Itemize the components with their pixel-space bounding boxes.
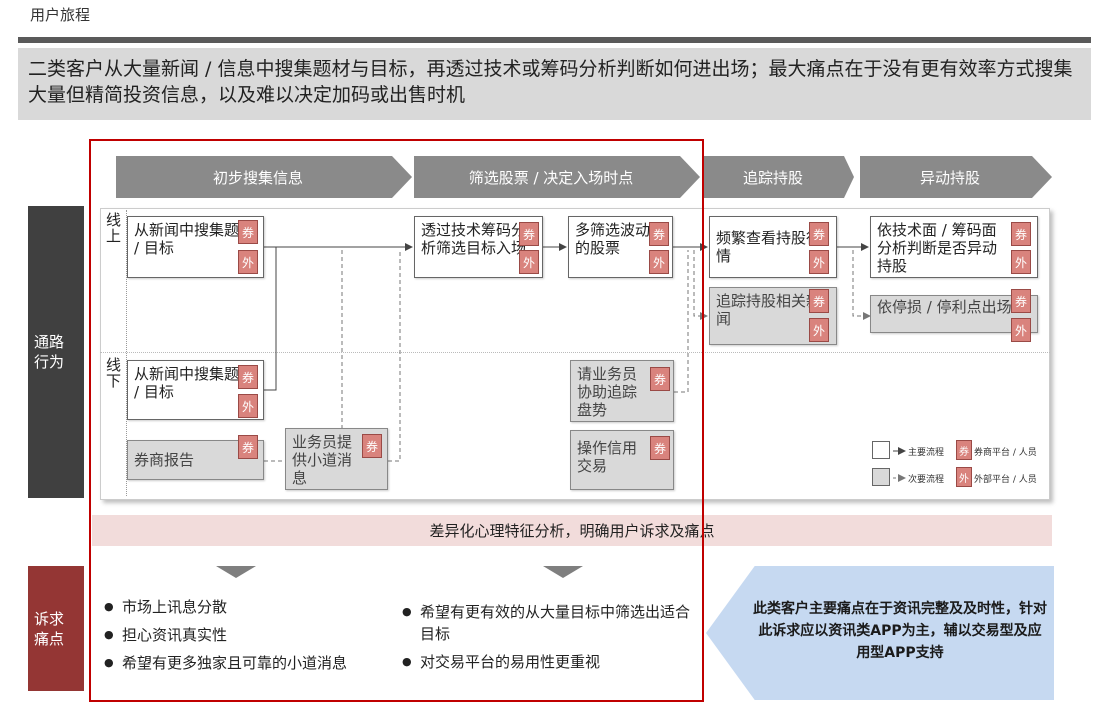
node-text: 追踪持股相关新闻 bbox=[716, 292, 822, 328]
bullet-icon: ● bbox=[104, 600, 114, 613]
pain-point-item: ● 希望有更多独家且可靠的小道消息 bbox=[104, 652, 394, 674]
node-text: 依技术面 / 筹码面分析判断是否异动持股 bbox=[877, 221, 998, 275]
pain-point-item: ● 市场上讯息分散 bbox=[104, 596, 394, 618]
channel-behavior-label: 通路 行为 bbox=[28, 206, 84, 498]
external-badge: 外 bbox=[1011, 318, 1031, 342]
external-badge: 外 bbox=[519, 250, 539, 274]
node-stop-loss: 依停损 / 停利点出场 bbox=[870, 295, 1038, 333]
down-arrow-left bbox=[216, 566, 256, 578]
legend-sub-swatch bbox=[872, 468, 890, 486]
bullet-icon: ● bbox=[104, 628, 114, 641]
broker-badge: 券 bbox=[809, 289, 829, 313]
node-text: 从新闻中搜集题材 / 目标 bbox=[134, 221, 255, 257]
external-badge: 外 bbox=[809, 250, 829, 274]
pain-points-left: ● 市场上讯息分散 ● 担心资讯真实性 ● 希望有更多独家且可靠的小道消息 bbox=[104, 596, 394, 674]
pain-points-text: 诉求 痛点 bbox=[34, 609, 65, 648]
broker-badge: 券 bbox=[1011, 289, 1031, 313]
pain-point-text: 希望有更多独家且可靠的小道消息 bbox=[122, 654, 348, 672]
external-badge: 外 bbox=[649, 250, 669, 274]
differentiation-text: 差异化心理特征分析，明确用户诉求及痛点 bbox=[429, 522, 715, 540]
node-judge-change: 依技术面 / 筹码面分析判断是否异动持股 bbox=[870, 216, 1038, 278]
stage-label: 筛选股票 / 决定入场时点 bbox=[468, 168, 634, 187]
pain-point-item: ● 希望有更有效的从大量目标中筛选出适合目标 bbox=[402, 601, 698, 645]
stage-label: 初步搜集信息 bbox=[212, 168, 303, 187]
node-text: 券商报告 bbox=[134, 451, 195, 469]
broker-badge: 券 bbox=[809, 222, 829, 246]
online-offline-divider bbox=[100, 352, 1050, 353]
bullet-icon: ● bbox=[104, 656, 114, 669]
node-text: 依停损 / 停利点出场 bbox=[877, 298, 1012, 316]
broker-badge: 券 bbox=[238, 435, 258, 459]
broker-badge: 券 bbox=[1011, 222, 1031, 246]
node-text: 请业务员协助追踪盘势 bbox=[577, 365, 638, 419]
channel-behavior-text: 通路 行为 bbox=[34, 333, 65, 371]
broker-badge: 券 bbox=[362, 434, 382, 458]
broker-badge: 券 bbox=[519, 222, 539, 246]
legend-broker-platform: 券商平台 / 人员 bbox=[974, 448, 1037, 458]
pain-points-right: ● 希望有更有效的从大量目标中筛选出适合目标 ● 对交易平台的易用性更重视 bbox=[402, 601, 698, 673]
node-text: 多筛选波动大的股票 bbox=[575, 221, 666, 257]
down-arrow-right bbox=[543, 566, 583, 578]
row-label-offline: 线 下 bbox=[106, 356, 122, 390]
broker-badge: 券 bbox=[650, 367, 670, 391]
pain-point-text: 希望有更有效的从大量目标中筛选出适合目标 bbox=[420, 603, 691, 643]
node-text: 透过技术筹码分析筛选目标入场 bbox=[421, 221, 527, 257]
conclusion-text: 此类客户主要痛点在于资讯完整及及时性，针对此诉求应以资讯类APP为主，辅以交易型… bbox=[753, 601, 1047, 661]
stage-screen-entry: 筛选股票 / 决定入场时点 bbox=[414, 156, 700, 198]
stage-initial-collect: 初步搜集信息 bbox=[116, 156, 412, 198]
bullet-icon: ● bbox=[402, 655, 412, 668]
node-text: 从新闻中搜集题材 / 目标 bbox=[134, 365, 255, 401]
stage-change-holdings: 异动持股 bbox=[860, 156, 1052, 198]
external-badge: 外 bbox=[1011, 250, 1031, 274]
pain-point-text: 对交易平台的易用性更重视 bbox=[420, 653, 601, 671]
pain-points-label: 诉求 痛点 bbox=[28, 566, 84, 691]
node-text: 业务员提供小道消息 bbox=[292, 433, 353, 487]
differentiation-bar: 差异化心理特征分析，明确用户诉求及痛点 bbox=[92, 515, 1052, 546]
row-label-divider bbox=[126, 210, 127, 496]
pain-point-text: 市场上讯息分散 bbox=[122, 598, 228, 616]
pain-point-item: ● 担心资讯真实性 bbox=[104, 624, 394, 646]
broker-badge: 券 bbox=[650, 436, 670, 460]
stage-label: 异动持股 bbox=[919, 168, 980, 187]
legend-main-flow: 主要流程 bbox=[908, 448, 945, 458]
row-label-online: 线 上 bbox=[106, 211, 122, 245]
legend-broker-badge: 券 bbox=[956, 440, 972, 460]
node-text: 操作信用交易 bbox=[577, 439, 638, 475]
external-badge: 外 bbox=[238, 250, 258, 274]
bullet-icon: ● bbox=[402, 605, 412, 618]
legend-external-badge: 外 bbox=[956, 467, 972, 487]
pain-point-text: 担心资讯真实性 bbox=[122, 626, 228, 644]
title-divider bbox=[18, 37, 1091, 43]
legend-sub-flow: 次要流程 bbox=[908, 475, 945, 485]
external-badge: 外 bbox=[238, 394, 258, 418]
node-text: 频繁查看持股行情 bbox=[716, 229, 822, 265]
stage-track-holdings: 追踪持股 bbox=[704, 156, 854, 198]
broker-badge: 券 bbox=[649, 222, 669, 246]
focus-frame bbox=[89, 139, 704, 702]
conclusion-arrow bbox=[706, 566, 1054, 700]
summary-text: 二类客户从大量新闻 / 信息中搜集题材与目标，再透过技术或筹码分析判断如何进出场… bbox=[28, 58, 1073, 106]
external-badge: 外 bbox=[809, 318, 829, 342]
legend-external-platform: 外部平台 / 人员 bbox=[974, 475, 1037, 485]
node-volatile-stocks: 多筛选波动大的股票 bbox=[568, 216, 673, 278]
broker-badge: 券 bbox=[238, 220, 258, 244]
stage-label: 追踪持股 bbox=[742, 168, 803, 187]
legend-main-swatch bbox=[872, 441, 890, 459]
page-title: 用户旅程 bbox=[30, 6, 91, 24]
pain-point-item: ● 对交易平台的易用性更重视 bbox=[402, 651, 698, 673]
summary-box bbox=[18, 48, 1091, 120]
node-broker-report: 券商报告 bbox=[127, 440, 264, 480]
broker-badge: 券 bbox=[238, 365, 258, 389]
